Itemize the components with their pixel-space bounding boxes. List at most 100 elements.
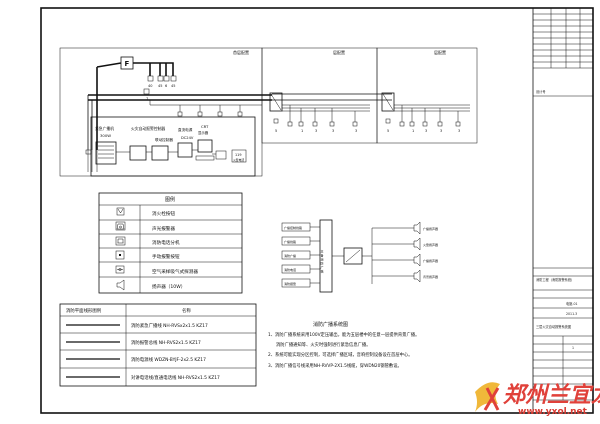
manual-alarm-icon: [115, 250, 125, 260]
svg-text:广播线路: 广播线路: [284, 239, 296, 244]
project-name: 消防工程（消防报警系统）: [536, 277, 574, 282]
watermark-brand: 郑州兰宜龙: [503, 382, 600, 408]
section-middle-floors: [261, 47, 378, 144]
junction-box-middle: [269, 92, 283, 112]
section-first-floor: [59, 47, 263, 177]
crt-sub-label: 显示器: [198, 131, 209, 135]
sheet-number: 1: [572, 346, 574, 350]
legend-label-3: 手动报警按钮: [152, 253, 180, 260]
wiring-header-left: 消防平面线形图例: [66, 307, 102, 314]
svg-text:5: 5: [275, 129, 277, 133]
speaker-icon: [116, 279, 125, 291]
bus-risers: [87, 95, 93, 150]
svg-text:消防报警: 消防报警: [284, 281, 296, 286]
svg-text:3: 3: [440, 129, 442, 133]
svg-text:40: 40: [148, 84, 152, 88]
section-first-floor-label: 首层配置: [233, 49, 249, 55]
sounder-alarm-icon: [115, 221, 126, 231]
svg-text:7: 7: [146, 97, 148, 101]
watermark: 郑州兰宜龙 www.yxol.net: [475, 382, 600, 417]
device-7: [143, 88, 150, 95]
design-note: 设计号: [536, 89, 546, 94]
crt-monitor: [197, 139, 213, 153]
crt-keyboard: [195, 155, 215, 161]
svg-text:3: 3: [355, 129, 357, 133]
title-block-rows: [533, 8, 593, 69]
upper-devices: 40 45 6 45: [147, 75, 177, 88]
smoke-detector-icon: [115, 265, 125, 274]
title-block: 设计号 消防工程（消防报警系统） 电施-01 2011.3 三层火灾自动报警系统…: [533, 8, 593, 401]
amp-rack: [95, 141, 117, 165]
middle-branch-lines: [282, 104, 370, 122]
alarm-host-label: 火灾自动报警控制器: [131, 126, 165, 131]
svg-text:45: 45: [171, 84, 175, 88]
broadcast-note-1: 1、消防广播系统采用100V定压输出，能为五层楼中的任意一层提供背景广播。: [268, 331, 419, 338]
fire-phone-box: [231, 149, 247, 163]
section-standard-floor-label: 层配置: [434, 49, 446, 55]
broadcast-note-4: 3、消防广播信号线采用NH-RVVP-2X1.5线缆，穿WDN20钢管敷设。: [268, 362, 402, 369]
wiring-table-frame: [59, 303, 257, 387]
legend-frame: [98, 192, 243, 294]
printer: [215, 150, 227, 160]
broadcast-amp-label: 紧急广播机: [95, 126, 114, 131]
legend-label-2: 消防电话分机: [152, 239, 180, 246]
broadcast-note-3: 2、系统可能实现分区控制，可选择广播区域，音响控制设备设在首层中心。: [268, 351, 413, 358]
drawing-title: 三层火灾自动报警系统图: [536, 324, 571, 329]
linkage-label: 联动控制器: [155, 137, 173, 142]
right-branch-lines: [394, 104, 470, 122]
main-bus-upper: [96, 62, 174, 150]
svg-text:45: 45: [158, 84, 162, 88]
broadcast-speakers: [413, 221, 421, 283]
wiring-row-0: 消防紧急广播线 NH-RVSx2x1.5 KZ17: [131, 322, 208, 329]
legend-label-0: 消火栓按钮: [152, 210, 175, 217]
svg-text:背景扬声器: 背景扬声器: [423, 274, 438, 279]
broadcast-core-label: 主 备 消 防 广 播: [320, 249, 324, 274]
watermark-url: www.yxol.net: [518, 407, 588, 417]
broadcast-note-2: 消防广播通知等、火灾时强制进行紧急信息广播。: [276, 341, 371, 348]
wiring-table: 消防平面线形图例 名称 消防紧急广播线 NH-RVSx2x1.5 KZ17 消防…: [59, 303, 257, 387]
broadcast-diagram: 广播控制线路 广播线路 消防广播 消防电话 消防报警 主 备 消 防 广 播 广…: [268, 219, 438, 369]
first-floor-branch: [149, 100, 262, 112]
sheet-frame: [40, 7, 594, 414]
svg-text:3: 3: [332, 129, 334, 133]
svg-text:消防电话: 消防电话: [284, 267, 296, 272]
drawing-date: 2011.3: [566, 312, 577, 316]
phone-extension-icon: [115, 236, 126, 246]
svg-text:1: 1: [412, 129, 414, 133]
svg-text:1: 1: [301, 129, 303, 133]
broadcast-title: 消防广播系统图: [313, 321, 348, 328]
switch-box-label: F: [125, 60, 130, 68]
wiring-header-right: 名称: [182, 307, 191, 314]
main-bus-horizontal: [88, 94, 272, 101]
power-panel: [177, 142, 193, 158]
legend-label-5: 扬声器（10W）: [152, 283, 185, 290]
svg-text:广播扬声器: 广播扬声器: [423, 226, 438, 231]
power-unit-label: 直流电源: [178, 127, 193, 132]
drawing-number: 电施-01: [566, 301, 578, 306]
bus-to-middle: [272, 93, 392, 101]
alarm-panel: [129, 145, 147, 161]
svg-text:3: 3: [315, 129, 317, 133]
room-links: [116, 149, 216, 155]
legend-title: 图例: [165, 196, 175, 203]
power-spec-label: DC24V: [181, 136, 194, 140]
legend-label-1: 声光报警器: [152, 225, 175, 232]
junction-box-right: [381, 92, 395, 112]
svg-text:3: 3: [425, 129, 427, 133]
svg-text:火警扬声器: 火警扬声器: [423, 242, 438, 247]
broadcast-power-label: 300W: [100, 133, 111, 138]
svg-text:6: 6: [165, 84, 167, 88]
wiring-row-2: 消防电源线 WDZN-BYJF-2x2.5 KZ17: [131, 356, 206, 363]
wiring-row-3: 对讲电话线/直通电话线 NH-RVS2x1.5 KZ17: [131, 374, 220, 381]
system-diagram: 首层配置 层配置 层配置 F 40 45 6 45 7: [59, 47, 478, 177]
control-room: [90, 116, 256, 177]
bottom-left-links: [87, 150, 98, 172]
svg-text:3: 3: [458, 129, 460, 133]
crt-label: CRT: [201, 124, 209, 129]
svg-text:广播扬声器: 广播扬声器: [423, 258, 438, 263]
linkage-panel: [151, 145, 169, 161]
section-middle-floors-label: 层配置: [333, 49, 345, 55]
legend: 图例 消火栓按钮 声光报警器 消防电话分机 手动报警按钮: [98, 192, 243, 294]
svg-text:5: 5: [387, 129, 389, 133]
